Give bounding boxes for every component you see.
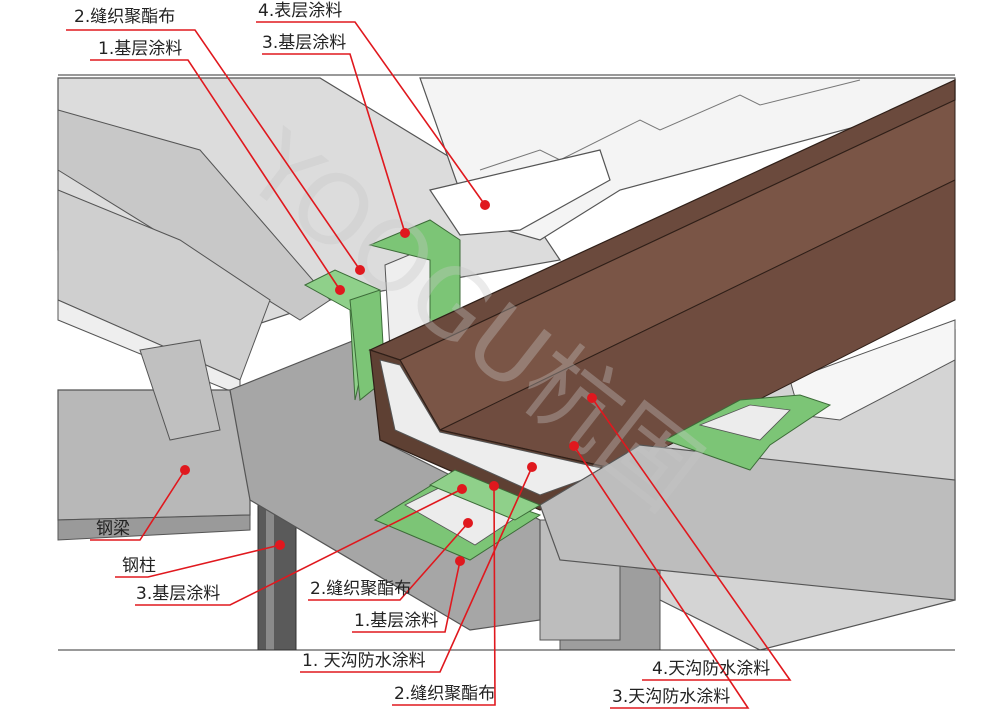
bottom-layer-green-2 — [428, 469, 542, 521]
leader-11 — [392, 485, 496, 706]
leader-6 — [115, 544, 281, 578]
white-fascia-panel — [429, 149, 611, 236]
label-gutter-coat-4: 4.天沟防水涂料 — [652, 659, 770, 679]
label-top-coat-4: 4.表层涂料 — [258, 1, 342, 21]
leader-1 — [66, 29, 361, 271]
label-polyester-1: 2.缝织聚酯布 — [74, 7, 175, 27]
leader-9 — [352, 560, 461, 633]
dot-4 — [400, 228, 410, 238]
label-steel-beam: 钢梁 — [96, 519, 130, 539]
steel-column-highlight — [266, 505, 274, 650]
leader-3 — [256, 21, 486, 206]
label-steel-column: 钢柱 — [122, 556, 156, 576]
dot-10 — [527, 462, 537, 472]
label-base-coat-3: 3.基层涂料 — [262, 33, 346, 53]
label-base-coat-3-lower: 3.基层涂料 — [136, 584, 220, 604]
dot-7 — [457, 484, 467, 494]
leader-5 — [90, 469, 186, 541]
leader-8 — [308, 522, 469, 601]
roof-panel-ribs-upper — [479, 79, 861, 171]
label-gutter-coat-3: 3.天沟防水涂料 — [612, 687, 730, 707]
dot-13 — [569, 441, 579, 451]
dot-5 — [180, 465, 190, 475]
leader-7 — [135, 488, 463, 606]
dot-3 — [480, 200, 490, 210]
leader-12 — [591, 397, 792, 681]
callout-labels: 2.缝织聚酯布 1.基层涂料 4.表层涂料 3.基层涂料 钢梁 钢柱 3.基层涂… — [74, 1, 770, 707]
leader-10 — [300, 466, 533, 673]
roof-panel-left-rib-1 — [57, 109, 331, 321]
callout-dots — [180, 200, 597, 566]
label-polyester-lower: 2.缝织聚酯布 — [310, 579, 411, 599]
label-base-coat-1-lower: 1.基层涂料 — [354, 611, 438, 631]
roof-panel-left-rib-2 — [57, 189, 271, 381]
dot-12 — [587, 393, 597, 403]
leader-2 — [90, 59, 341, 291]
steel-i-beam — [139, 339, 221, 441]
leader-lines — [66, 21, 792, 709]
dot-2 — [335, 285, 345, 295]
steel-beam-bottom — [57, 514, 251, 541]
dot-6 — [275, 540, 285, 550]
steel-beam — [57, 389, 251, 521]
dot-1 — [355, 265, 365, 275]
dot-8 — [463, 518, 473, 528]
label-base-coat-1: 1.基层涂料 — [98, 39, 182, 59]
steel-column — [257, 504, 297, 651]
right-panel-cover — [539, 444, 956, 601]
label-polyester-bottom: 2.缝织聚酯布 — [394, 684, 495, 704]
leader-4 — [262, 53, 406, 234]
dot-9 — [455, 556, 465, 566]
dot-11 — [489, 481, 499, 491]
leader-13 — [573, 445, 750, 709]
right-membrane-fiber — [698, 404, 791, 441]
label-gutter-coat-1: 1. 天沟防水涂料 — [302, 651, 426, 671]
